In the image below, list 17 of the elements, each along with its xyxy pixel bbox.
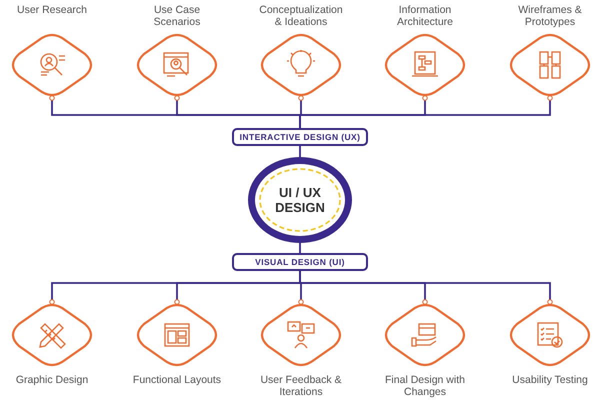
connector-line <box>299 146 301 157</box>
step-label: Functional Layouts <box>132 374 222 386</box>
category-label: VISUAL DESIGN (UI) <box>232 253 368 271</box>
step-label: Conceptualization & Ideations <box>258 4 344 28</box>
step-label: User Feedback & Iterations <box>259 374 343 398</box>
connector-line <box>299 271 553 305</box>
category-label: INTERACTIVE DESIGN (UX) <box>232 128 368 146</box>
connector-line <box>299 95 553 128</box>
step-label: Graphic Design <box>14 374 90 386</box>
step-label: Usability Testing <box>511 374 589 386</box>
connector-line <box>299 243 301 253</box>
step-label: Use Case Scenarios <box>152 4 202 28</box>
center-title: UI / UX DESIGN <box>274 185 326 215</box>
step-label: User Research <box>16 4 88 16</box>
step-label: Final Design with Changes <box>384 374 466 398</box>
step-label: Wireframes & Prototypes <box>517 4 583 28</box>
step-label: Information Architecture <box>396 4 454 28</box>
